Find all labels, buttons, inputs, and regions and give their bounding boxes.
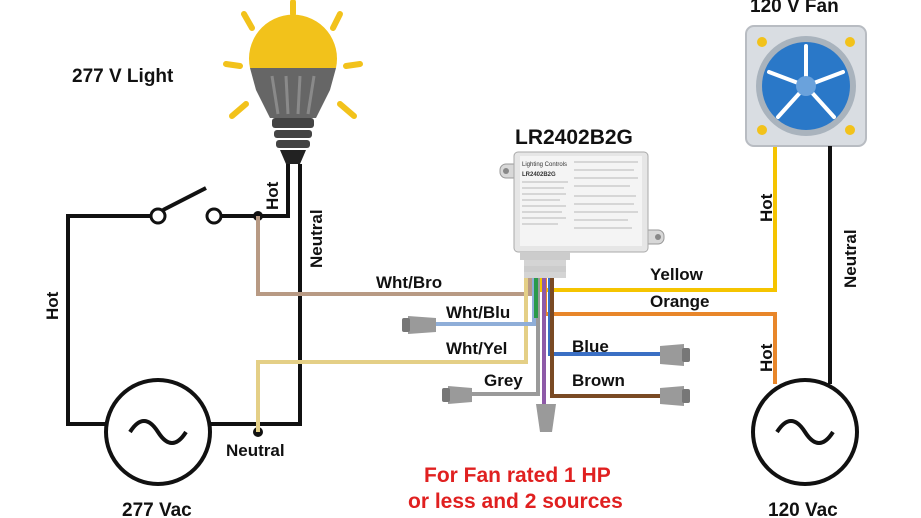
neutral-label-left: Neutral (226, 441, 285, 460)
wire-nut-icon (402, 316, 436, 334)
wire-nut-icon (442, 386, 472, 404)
device-model-title: LR2402B2G (515, 126, 633, 149)
neutral-label-fan: Neutral (841, 229, 860, 288)
source-277-label: 277 Vac (122, 500, 192, 518)
light-bulb-icon (223, 0, 363, 164)
hot-label-fan: Hot (757, 193, 776, 222)
note-line-1: For Fan rated 1 HP (424, 464, 611, 487)
device-face-model: LR2402B2G (522, 172, 556, 178)
hot-label-light: Hot (263, 181, 282, 210)
ac-source-icon (751, 378, 859, 486)
note-line-2: or less and 2 sources (408, 490, 623, 513)
light-title: 277 V Light (72, 66, 174, 87)
hot-label-120: Hot (757, 343, 776, 372)
neutral-label-light: Neutral (307, 209, 326, 268)
wires-277v (66, 164, 302, 426)
fan-title: 120 V Fan (750, 0, 839, 17)
device-leads (256, 146, 777, 432)
wire-label-wht-bro: Wht/Bro (376, 273, 442, 292)
source-120-label: 120 Vac (768, 500, 838, 518)
wire-label-orange: Orange (650, 292, 710, 311)
wire-label-yellow: Yellow (650, 265, 704, 284)
wire-label-wht-blu: Wht/Blu (446, 303, 510, 322)
fan-icon (745, 25, 867, 147)
ac-source-icon (104, 378, 212, 486)
wire-label-blue: Blue (572, 337, 609, 356)
wire-label-grey: Grey (484, 371, 523, 390)
wire-label-brown: Brown (572, 371, 625, 390)
device-face-brand: Lighting Controls (522, 162, 567, 168)
switch-icon (149, 186, 223, 225)
wire-label-wht-yel: Wht/Yel (446, 339, 507, 358)
hot-label-left: Hot (43, 291, 62, 320)
wire-nut-icon (660, 344, 690, 366)
relay-device-icon: Lighting Controls LR2402B2G (499, 151, 665, 278)
wire-nut-icon (660, 386, 690, 406)
wire-nut-icon (536, 404, 556, 432)
